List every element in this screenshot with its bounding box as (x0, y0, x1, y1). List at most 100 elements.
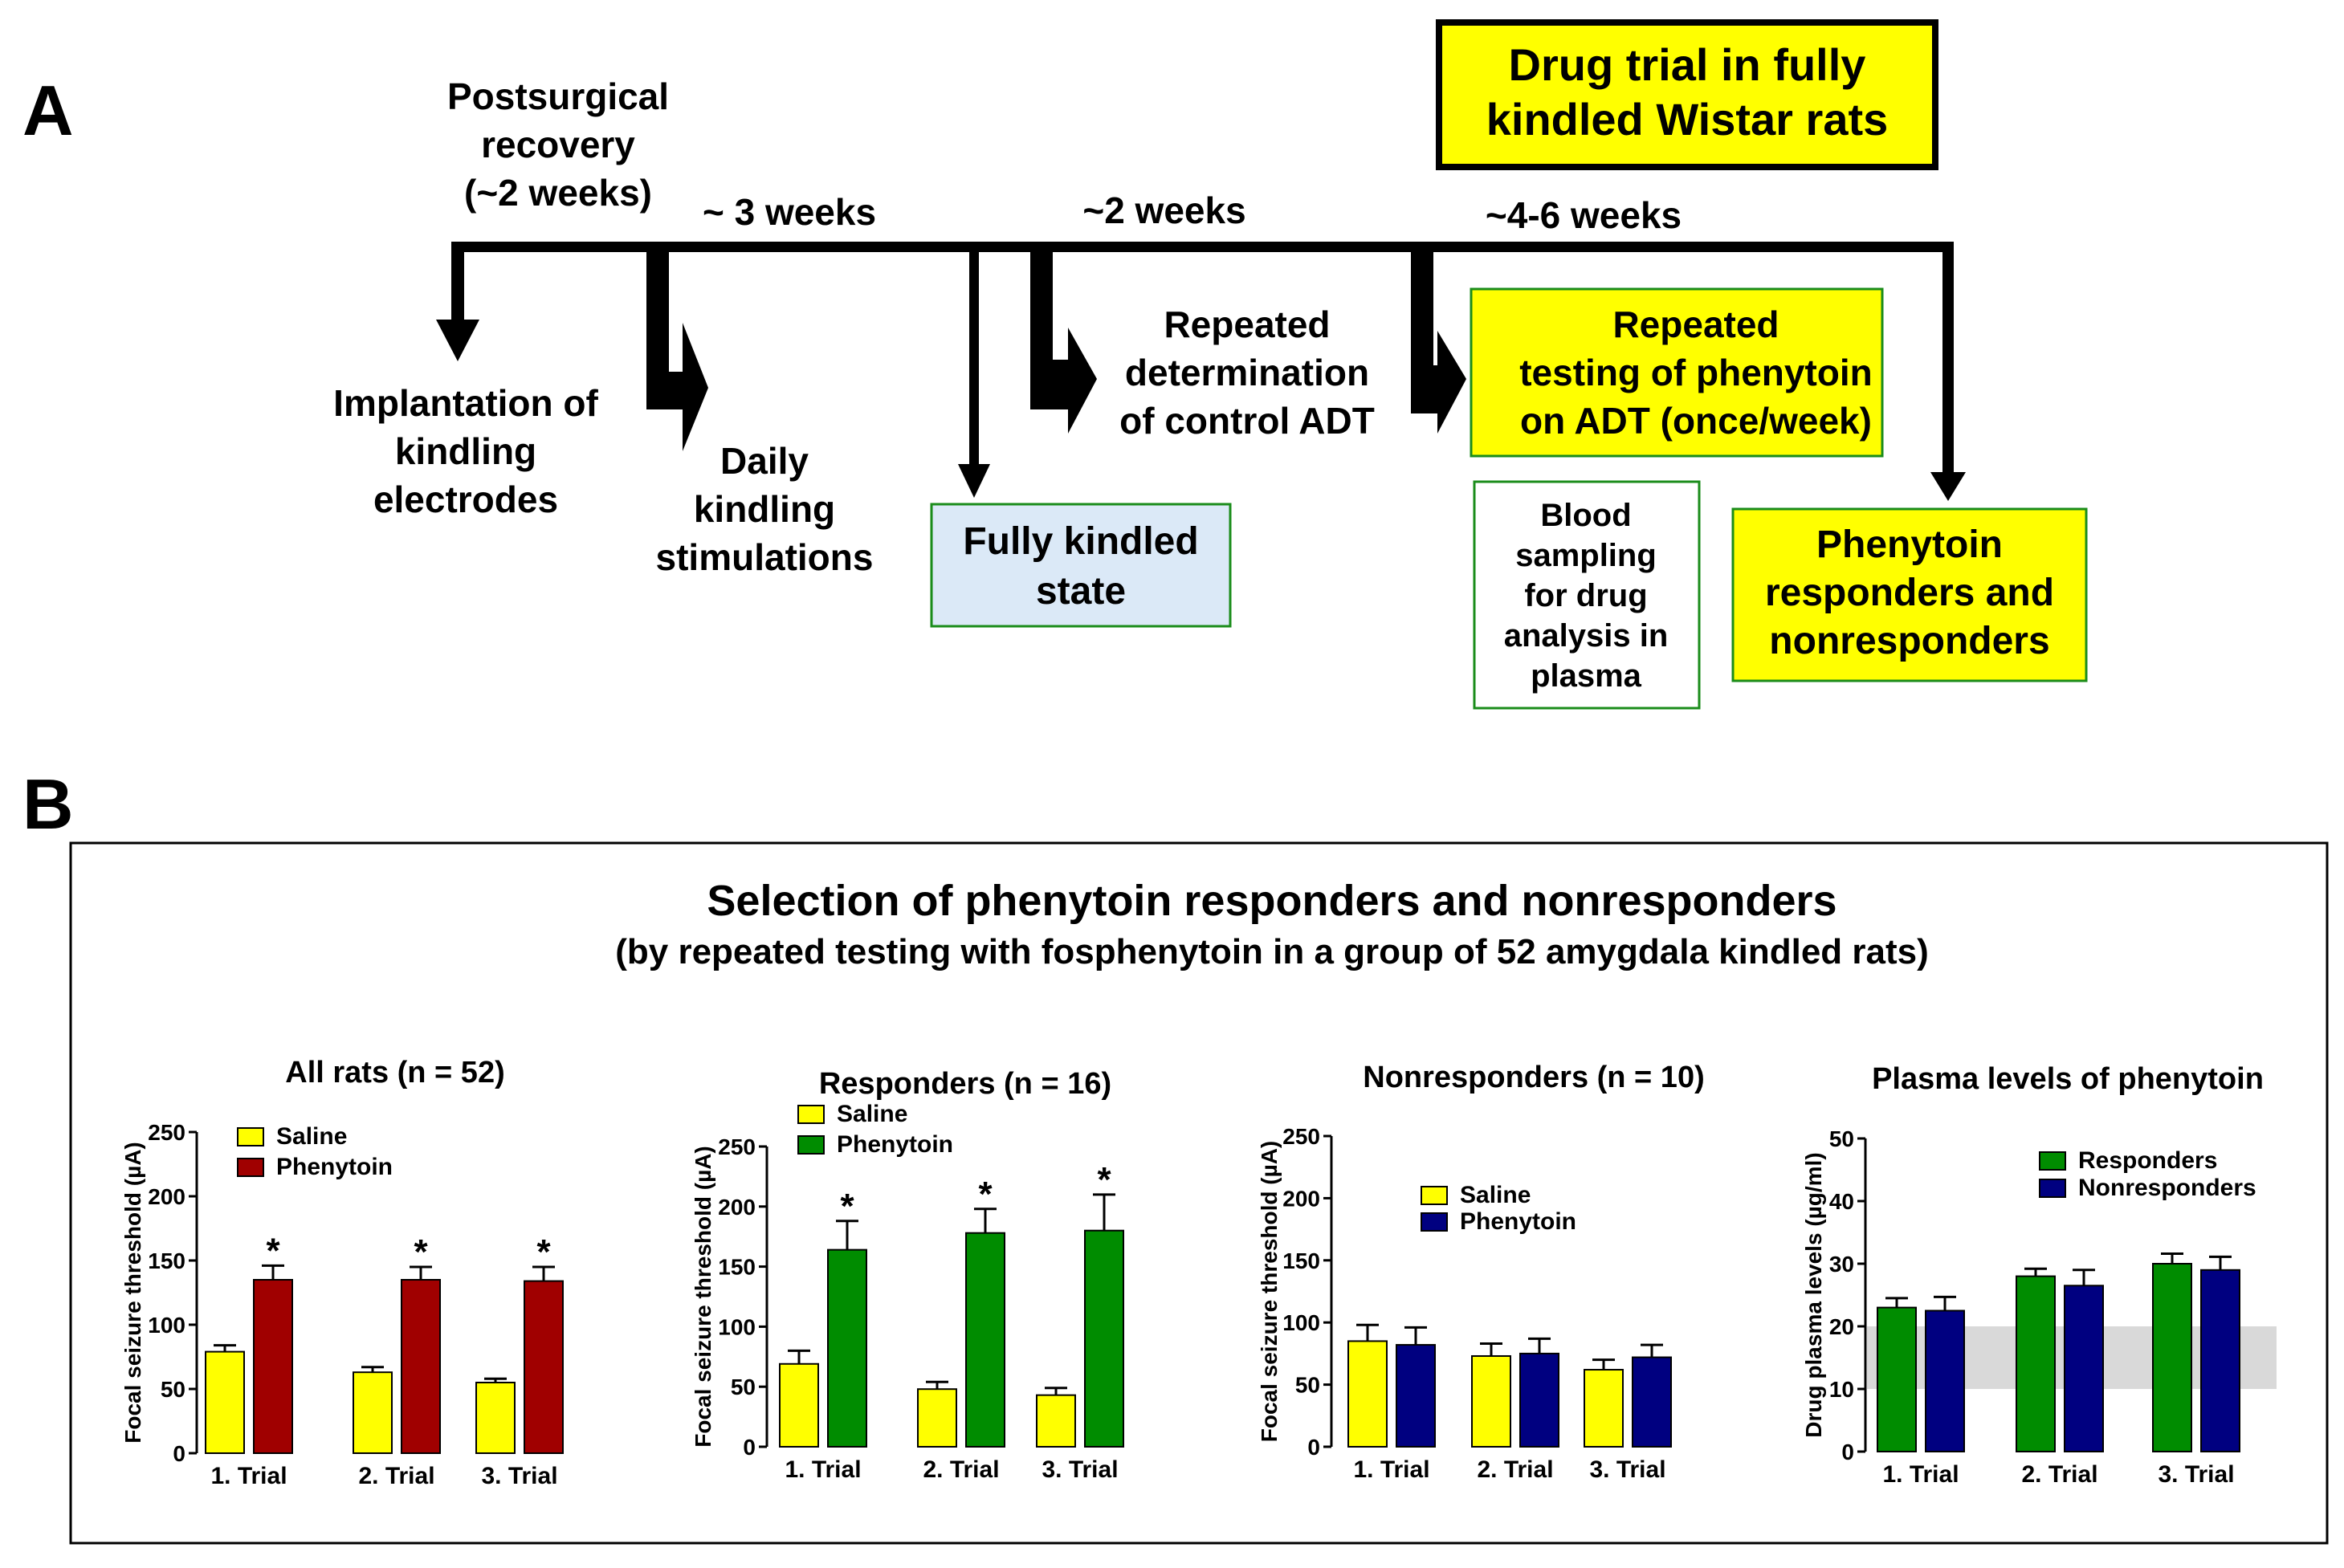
timeline-tick-implantation (451, 242, 464, 322)
text-line: Phenytoin (1816, 523, 2003, 566)
timeline-tick-fully-kindled (969, 242, 979, 466)
fully-kindled-box (930, 503, 1232, 628)
bar-nonresponders (1925, 1309, 1965, 1452)
y-axis-label: Drug plasma levels (µg/ml) (1801, 1152, 1826, 1437)
panel-b-frame (69, 841, 2329, 1545)
chart-title: Responders (n = 16) (819, 1067, 1111, 1101)
bend-arrow-kindling (646, 323, 708, 451)
significance-star: * (266, 1231, 280, 1270)
bar-phenytoin (253, 1279, 293, 1454)
x-tick-label: 3. Trial (2158, 1461, 2234, 1488)
bar-phenytoin (524, 1280, 564, 1454)
bend-arrow-control-adt (1030, 328, 1097, 434)
y-axis-label: Focal seizure threshold (µA) (691, 1146, 715, 1448)
panel-b-label: B (22, 764, 74, 844)
text-line: Implantation of (333, 382, 598, 424)
text-line: kindled Wistar rats (1486, 94, 1889, 145)
text-line: Daily (720, 440, 809, 482)
text-line: (~2 weeks) (464, 172, 652, 214)
y-tick-label: 200 (1282, 1186, 1320, 1211)
x-tick-label: 3. Trial (1589, 1456, 1665, 1483)
bar-saline (1347, 1340, 1388, 1448)
y-tick-label: 100 (1282, 1310, 1320, 1335)
x-tick-label: 2. Trial (923, 1456, 999, 1483)
period-postsurgical: Postsurgical recovery (~2 weeks) (447, 75, 669, 214)
timeline-bar (455, 242, 1951, 252)
bar-responders (2016, 1275, 2056, 1452)
text-line: Fully kindled (963, 520, 1198, 563)
y-tick-label: 100 (148, 1313, 185, 1338)
text-line: plasma (1531, 658, 1642, 694)
legend-label: Saline (837, 1101, 907, 1127)
legend-label: Phenytoin (1460, 1208, 1576, 1235)
bar-responders (1877, 1306, 1917, 1452)
bar-saline (1036, 1394, 1076, 1448)
period-4-6-weeks: ~4-6 weeks (1486, 194, 1682, 236)
y-tick-label: 150 (148, 1248, 185, 1273)
bar-phenytoin (1632, 1356, 1672, 1448)
bar-phenytoin (401, 1279, 441, 1454)
legend-label: Phenytoin (276, 1154, 393, 1180)
trial-title-box (1436, 19, 1938, 170)
y-axis-label: Focal seizure threshold (µA) (1257, 1141, 1282, 1443)
bar-phenytoin (827, 1248, 867, 1448)
bar-saline (353, 1371, 393, 1454)
text-line: sampling (1515, 538, 1657, 573)
x-tick-label: 3. Trial (481, 1463, 557, 1489)
y-tick-label: 250 (148, 1120, 185, 1145)
y-tick-label: 0 (1307, 1435, 1320, 1460)
y-tick-label: 40 (1829, 1189, 1854, 1214)
bar-saline (1471, 1354, 1511, 1448)
chart-title: Nonresponders (n = 10) (1363, 1061, 1704, 1094)
significance-star: * (840, 1187, 854, 1226)
legend-label: Saline (276, 1123, 347, 1150)
panel-a-label: A (22, 71, 74, 150)
legend-swatch (1421, 1212, 1448, 1232)
legend-label: Saline (1460, 1182, 1531, 1208)
bar-nonresponders (2200, 1269, 2240, 1453)
text-line: determination (1125, 352, 1369, 393)
y-tick-label: 50 (1295, 1373, 1320, 1398)
text-line: Postsurgical (447, 75, 669, 117)
legend-swatch (237, 1158, 264, 1177)
text-line: recovery (481, 124, 635, 165)
text-line: on ADT (once/week) (1520, 400, 1872, 442)
chart-2: Responders (n = 16)050100150200250Focal … (691, 1067, 1124, 1483)
y-tick-label: 20 (1829, 1314, 1854, 1339)
timeline (436, 242, 1966, 501)
text-line: electrodes (373, 479, 558, 520)
legend-swatch (2039, 1179, 2066, 1198)
legend-swatch (797, 1105, 825, 1124)
text-line: for drug (1524, 578, 1647, 613)
x-tick-label: 1. Trial (1353, 1456, 1429, 1483)
bar-saline (205, 1350, 245, 1454)
significance-star: * (1097, 1160, 1111, 1199)
testing-phenytoin-box (1470, 287, 1884, 458)
y-tick-label: 50 (731, 1375, 756, 1399)
y-tick-label: 0 (173, 1441, 185, 1466)
x-tick-label: 1. Trial (210, 1463, 287, 1489)
text-line: Blood (1540, 498, 1631, 533)
text-line: ~ 3 weeks (703, 191, 876, 233)
text-line: of control ADT (1119, 400, 1375, 442)
panel-b-title: Selection of phenytoin responders and no… (707, 877, 1836, 925)
chart-title: All rats (n = 52) (285, 1056, 504, 1089)
y-tick-label: 200 (148, 1184, 185, 1209)
bar-phenytoin (965, 1232, 1005, 1448)
down-arrow-responders (1930, 472, 1966, 501)
step-fully-kindled: Fully kindled state (963, 520, 1198, 613)
chart-4: Plasma levels of phenytoin01020304050Dru… (1801, 1062, 2277, 1488)
bar-saline (475, 1382, 516, 1454)
x-tick-label: 3. Trial (1042, 1456, 1118, 1483)
panel-b-subtitle: (by repeated testing with fosphenytoin i… (615, 932, 1929, 971)
legend-swatch (797, 1135, 825, 1155)
text-line: state (1036, 570, 1126, 613)
legend-swatch (237, 1127, 264, 1146)
text-line: analysis in (1504, 618, 1669, 654)
x-tick-label: 2. Trial (2021, 1461, 2097, 1488)
significance-star: * (536, 1232, 551, 1272)
